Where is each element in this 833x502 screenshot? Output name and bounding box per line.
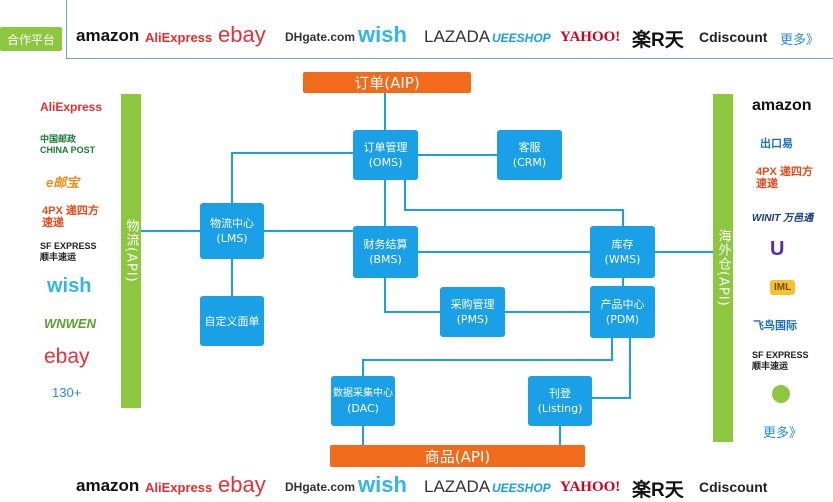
left-logo-more-count[interactable]: 130+ — [52, 385, 82, 400]
logo-aliexpress-top[interactable]: AliExpress — [145, 30, 213, 45]
left-logo-aliexpress[interactable]: AliExpress — [40, 100, 103, 114]
logo-yahoo-top[interactable]: YAHOO! — [560, 29, 621, 45]
listing-box[interactable]: 刊登 (Listing) — [528, 376, 592, 426]
right-logo-u[interactable]: U — [770, 238, 785, 260]
warehouse-api-bar: 海外仓(API) — [713, 94, 733, 442]
platform-underline — [66, 58, 833, 59]
dac-box[interactable]: 数据采集中心 (DAC) — [331, 376, 395, 426]
logo-lazada-bottom[interactable]: LAZADA — [424, 477, 491, 496]
logo-dhgate-bottom[interactable]: DHgate.com — [285, 480, 356, 494]
dac-code: (DAC) — [347, 402, 379, 415]
wms-code: (WMS) — [604, 253, 641, 266]
line-oms-lms — [231, 152, 353, 203]
left-logo-ebay[interactable]: ebay — [44, 345, 90, 368]
left-logo-eyoubao[interactable]: e邮宝 — [46, 175, 80, 190]
left-logo-china-post[interactable]: 中国邮政 CHINA POST — [40, 134, 96, 155]
logo-aliexpress-bottom[interactable]: AliExpress — [145, 480, 213, 495]
logistics-api-label: 物流(API) — [123, 219, 139, 283]
left-logo-4px[interactable]: 4PX 递四方速递 — [42, 205, 99, 229]
pdm-title: 产品中心 — [600, 298, 645, 311]
bms-code: (BMS) — [369, 253, 402, 266]
logo-wish-bottom[interactable]: wish — [358, 472, 407, 497]
crm-title: 客服 — [518, 141, 541, 154]
left-logo-wnwen[interactable]: WNWEN — [44, 316, 96, 331]
pdm-code: (PDM) — [605, 313, 640, 326]
logo-cdiscount-bottom[interactable]: Cdiscount — [699, 479, 768, 495]
right-logo-amazon[interactable]: amazon — [752, 97, 812, 114]
logo-amazon-bottom[interactable]: amazon — [76, 476, 140, 495]
line-oms-wms — [404, 180, 624, 226]
wms-title: 库存 — [611, 238, 634, 251]
custom-label-box[interactable]: 自定义面单 — [200, 296, 264, 346]
right-logo-iml[interactable]: IML — [770, 280, 796, 295]
line-pdm-listing — [592, 338, 631, 399]
order-api-bar: 订单(AIP) — [303, 72, 471, 93]
left-logo-wish[interactable]: wish — [47, 275, 92, 297]
right-logo-winit[interactable]: WINIT 万邑通 — [752, 213, 814, 224]
more-link-right[interactable]: 更多》 — [763, 426, 803, 441]
oms-box[interactable]: 订单管理 (OMS) — [353, 130, 418, 180]
logistics-api-bar: 物流(API) — [121, 94, 141, 408]
logo-yahoo-bottom[interactable]: YAHOO! — [560, 479, 621, 495]
logo-ueeshop-top[interactable]: UEESHOP — [492, 31, 551, 45]
custom-label-title: 自定义面单 — [204, 314, 260, 328]
pms-code: (PMS) — [456, 313, 489, 326]
oms-title: 订单管理 — [363, 141, 408, 154]
right-logo-feiniao[interactable]: 飞鸟国际 — [753, 320, 797, 332]
logo-ebay-bottom[interactable]: ebay — [218, 472, 266, 497]
logo-ueeshop-bottom[interactable]: UEESHOP — [492, 481, 551, 495]
lms-code: (LMS) — [216, 232, 248, 245]
bms-title: 财务结算 — [363, 238, 408, 251]
pms-box[interactable]: 采购管理 (PMS) — [440, 287, 505, 337]
listing-code: (Listing) — [537, 402, 583, 415]
crm-box[interactable]: 客服 (CRM) — [497, 130, 562, 180]
oms-code: (OMS) — [368, 156, 403, 169]
logo-wish-top[interactable]: wish — [358, 22, 407, 47]
listing-title: 刊登 — [549, 387, 571, 400]
logo-ebay-top[interactable]: ebay — [218, 22, 266, 47]
logo-cdiscount-top[interactable]: Cdiscount — [699, 29, 768, 45]
right-logo-chukouyi[interactable]: 出口易 — [760, 138, 793, 150]
logo-rakuten-bottom[interactable]: 楽R天 — [632, 480, 684, 501]
logo-dhgate-top[interactable]: DHgate.com — [285, 30, 356, 44]
product-api-bar: 商品(API) — [330, 445, 585, 467]
dac-title: 数据采集中心 — [333, 388, 393, 399]
pms-title: 采购管理 — [450, 298, 495, 311]
left-logo-sf-express[interactable]: SF EXPRESS 顺丰速运 — [40, 241, 97, 262]
right-logo-sf-express[interactable]: SF EXPRESS 顺丰速运 — [752, 350, 809, 371]
platform-divider — [66, 0, 67, 58]
bms-box[interactable]: 财务结算 (BMS) — [353, 226, 418, 278]
warehouse-api-label: 海外仓(API) — [715, 229, 731, 307]
logo-amazon-top[interactable]: amazon — [76, 26, 140, 45]
more-link-top[interactable]: 更多》 — [780, 33, 820, 48]
platform-label: 合作平台 — [0, 27, 62, 51]
logo-lazada-top[interactable]: LAZADA — [424, 27, 491, 46]
line-pdm-dac — [362, 338, 613, 376]
line-bms-pms — [384, 278, 440, 313]
lms-box[interactable]: 物流中心 (LMS) — [200, 203, 264, 259]
logo-rakuten-top[interactable]: 楽R天 — [632, 30, 684, 51]
right-logo-leaf-icon[interactable] — [772, 385, 790, 403]
lms-title: 物流中心 — [210, 217, 254, 230]
crm-code: (CRM) — [512, 156, 547, 169]
pdm-box[interactable]: 产品中心 (PDM) — [590, 286, 655, 338]
right-logo-4px[interactable]: 4PX 递四方速递 — [756, 166, 813, 190]
wms-box[interactable]: 库存 (WMS) — [590, 226, 655, 278]
